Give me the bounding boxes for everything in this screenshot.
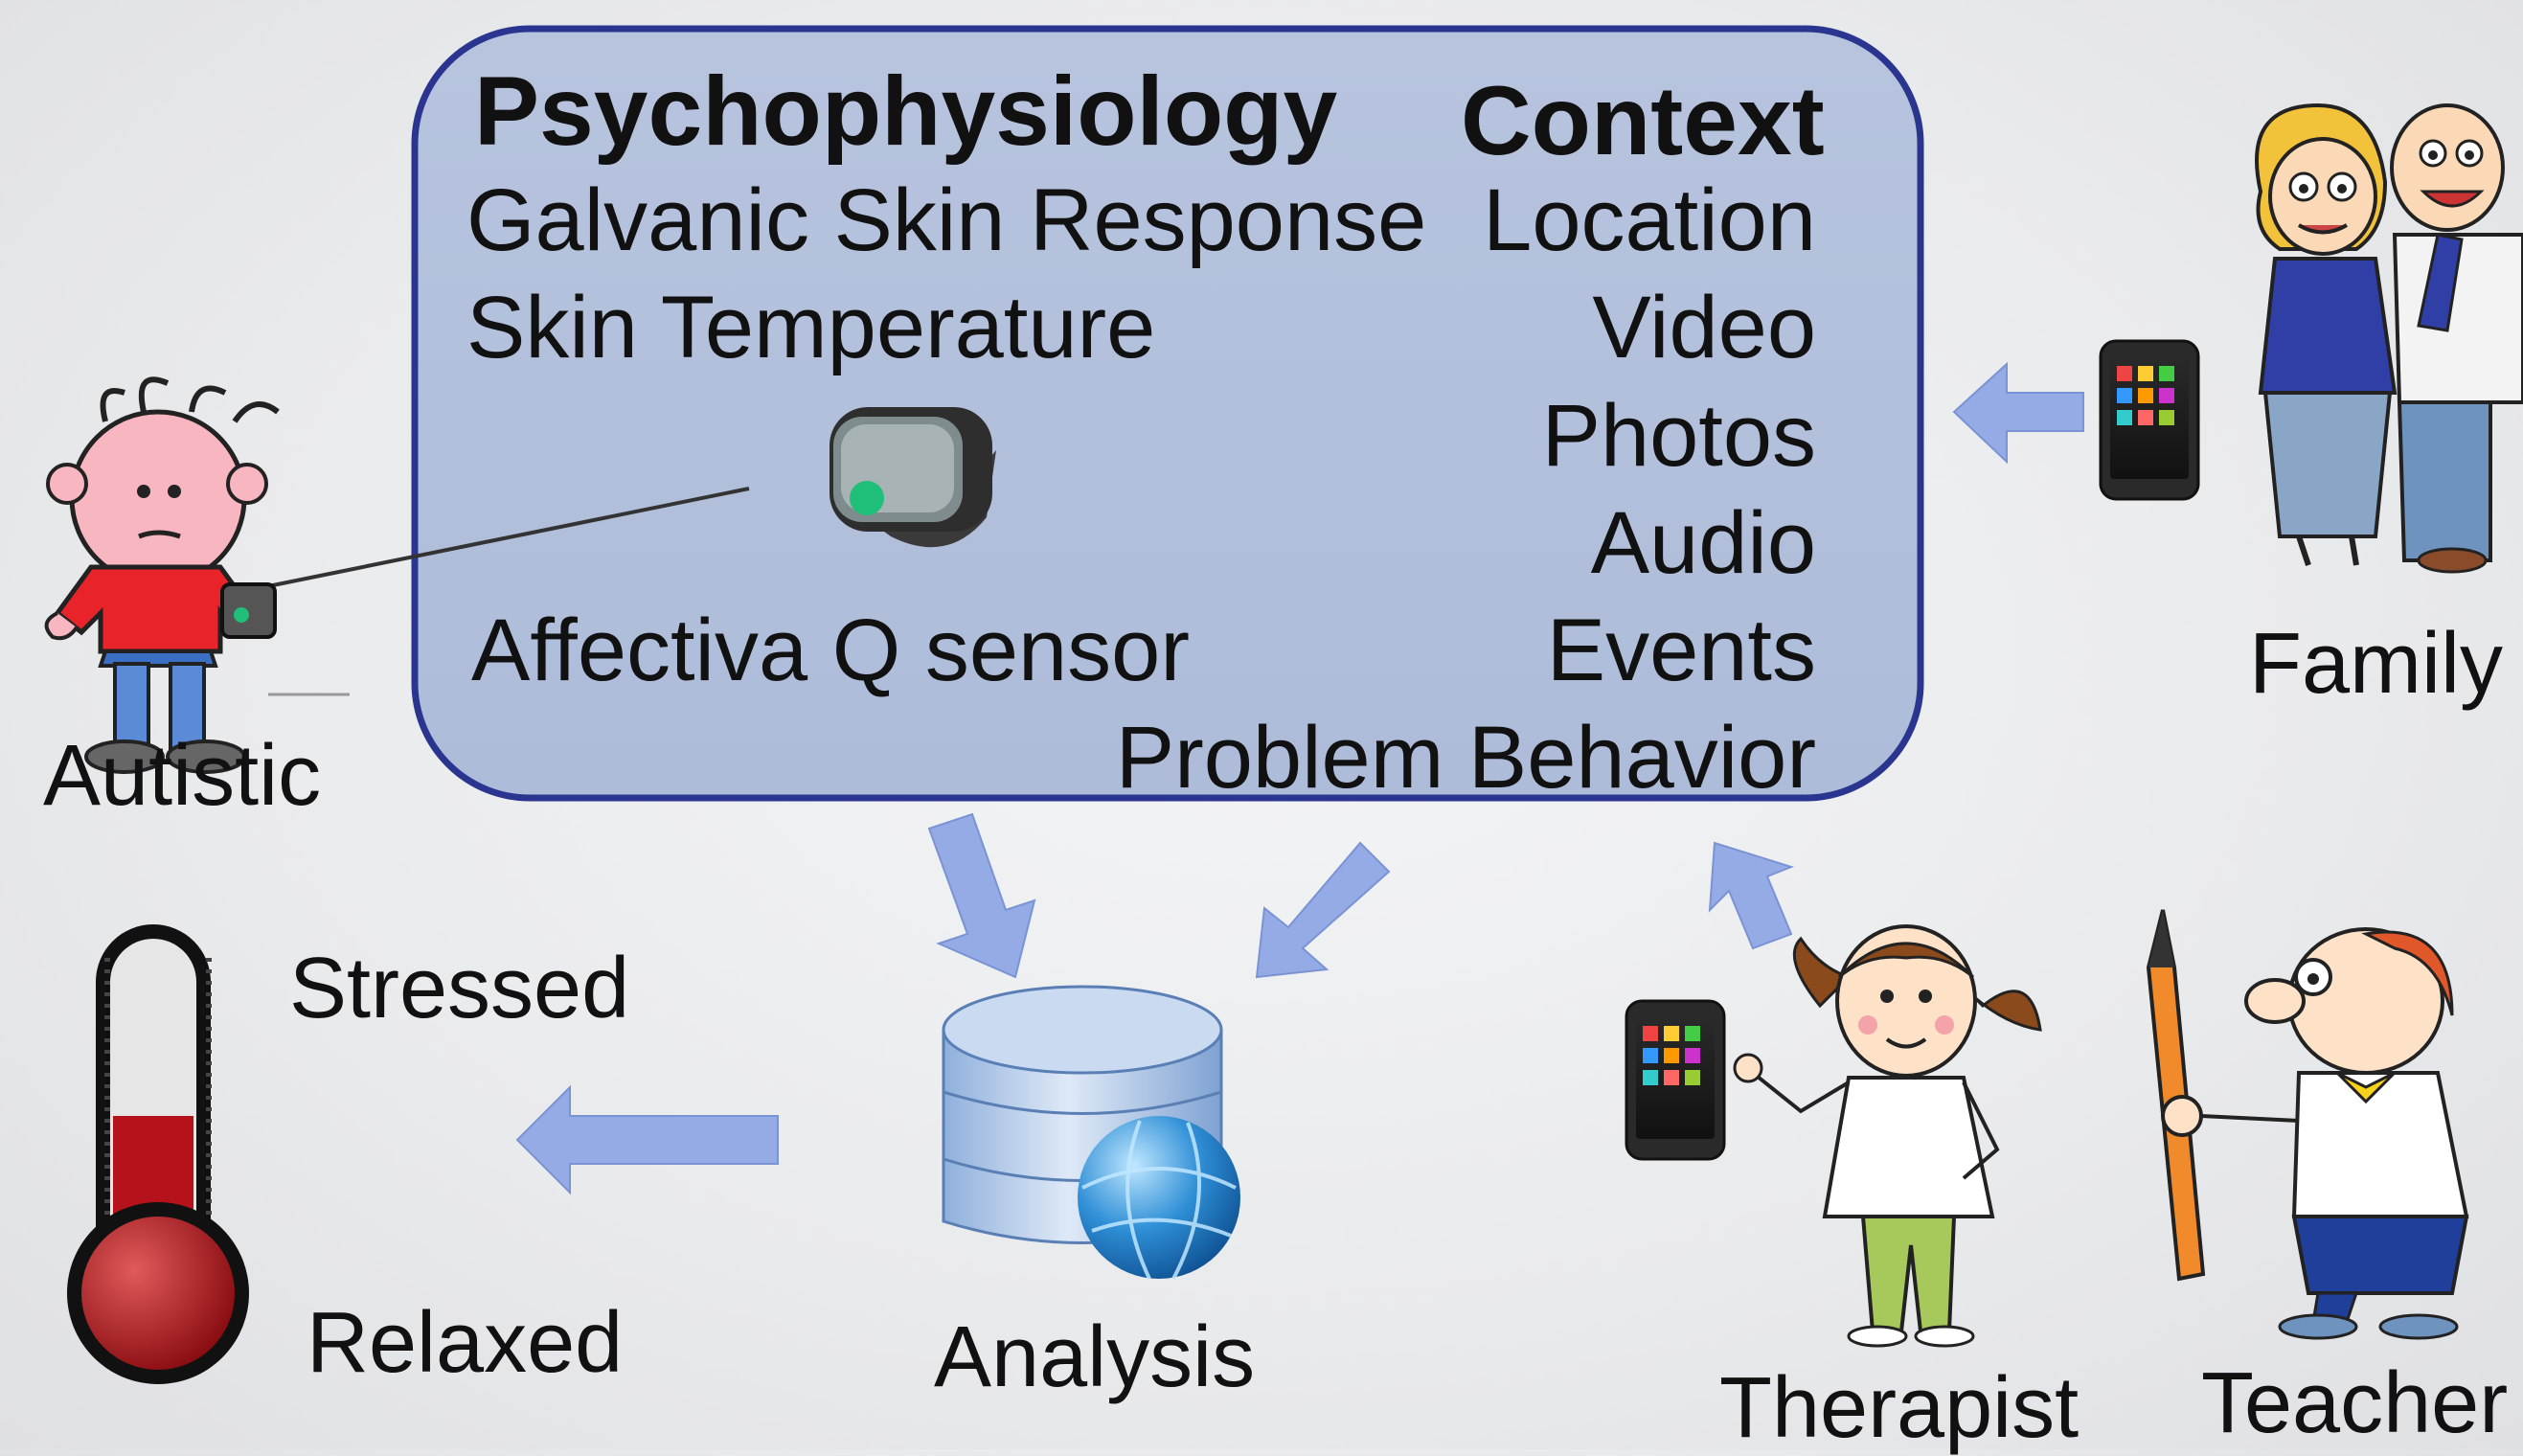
analysis-label: Analysis — [934, 1309, 1256, 1405]
psych-item-skin-temp: Skin Temperature — [466, 279, 1156, 376]
context-item-problem-behavior: Problem Behavior — [1115, 709, 1816, 807]
sensor-connector-line — [267, 487, 750, 588]
arrow-box-to-analysis-1 — [927, 812, 1036, 979]
relaxed-label: Relaxed — [307, 1295, 624, 1391]
family-label: Family — [2249, 616, 2503, 712]
context-item-video: Video — [1592, 279, 1816, 376]
context-item-events: Events — [1546, 602, 1816, 699]
arrow-therapist-to-box — [1708, 841, 1794, 950]
arrow-box-to-analysis-2 — [1255, 841, 1391, 979]
arrow-analysis-to-thermometer — [515, 1084, 779, 1195]
context-heading: Context — [1461, 66, 1825, 175]
thermometer-icon — [67, 924, 249, 1384]
family-illustration — [2255, 102, 2523, 574]
teacher-illustration — [2146, 909, 2469, 1340]
context-item-photos: Photos — [1541, 387, 1816, 485]
sensor-icon — [830, 407, 996, 548]
therapist-illustration — [1733, 924, 2042, 1348]
phone-icon-family — [2099, 339, 2200, 501]
autistic-child-illustration — [44, 376, 350, 774]
data-box — [411, 25, 1924, 802]
globe-icon — [1078, 1116, 1240, 1280]
therapist-label: Therapist — [1719, 1360, 2080, 1456]
context-item-location: Location — [1483, 171, 1816, 269]
arrow-phone-to-box — [1952, 361, 2084, 465]
autistic-label: Autistic — [43, 728, 322, 824]
sensor-label: Affectiva Q sensor — [471, 602, 1190, 699]
phone-icon-therapist — [1625, 999, 1726, 1161]
stressed-label: Stressed — [289, 941, 630, 1036]
context-item-audio: Audio — [1590, 494, 1816, 592]
teacher-label: Teacher — [2201, 1355, 2509, 1451]
psychophysiology-heading: Psychophysiology — [474, 57, 1338, 166]
psych-item-gsr: Galvanic Skin Response — [466, 171, 1427, 269]
